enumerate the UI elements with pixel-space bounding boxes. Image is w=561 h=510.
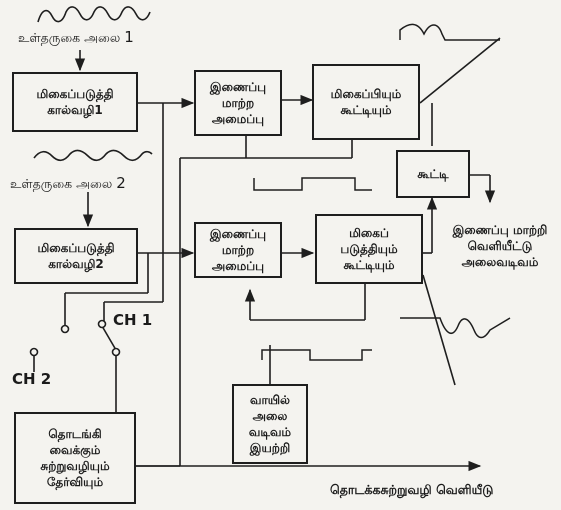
output-waveform-upper [399,23,500,41]
gate-waveform-2 [261,349,372,361]
ch1-label: CH 1 [113,311,153,329]
trigger-output-label: தொடக்கசுற்றுவழி வெளியீடு [330,482,494,497]
switch-pivot [111,347,121,357]
ch1-contact [97,319,107,329]
amp-channel2-block: மிகைப்படுத்தி கால்வழி2 [14,228,138,284]
adder-block: கூட்டி [396,150,470,198]
input1-label: உள்தருகை அலை 1 [18,28,134,46]
output-waveform-lower [400,317,511,339]
trigger-selector-block: தொடங்கி வைக்கும் சுற்றுவழியும் தேர்வியும… [14,412,136,504]
ch2-label: CH 2 [12,370,52,388]
ch2-contact [60,324,70,334]
input1-number: 1 [124,28,134,46]
amp-channel1-block: மிகைப்படுத்தி கால்வழி1 [12,72,138,132]
input2-number: 2 [116,174,126,192]
amp-adder1-block: மிகைப்பியும் கூட்டியும் [312,64,420,140]
ch2-lower-contact [29,347,39,357]
input2-label: உள்தருகை அலை 2 [10,174,126,192]
input1-waveform [37,6,151,23]
switch-circuit1-block: இணைப்பு மாற்ற அமைப்பு [194,70,282,136]
gate-generator-block: வாயில் அலை வடிவம் இயற்றி [232,384,308,464]
switch-circuit2-block: இணைப்பு மாற்ற அமைப்பு [194,222,282,278]
input2-waveform [33,149,153,162]
amp-adder2-block: மிகைப் படுத்தியும் கூட்டியும் [315,214,423,284]
switched-output-label: இணைப்பு மாற்றி வெளியீட்டு அலைவடிவம் [452,223,548,270]
gate-waveform-1 [253,177,372,191]
